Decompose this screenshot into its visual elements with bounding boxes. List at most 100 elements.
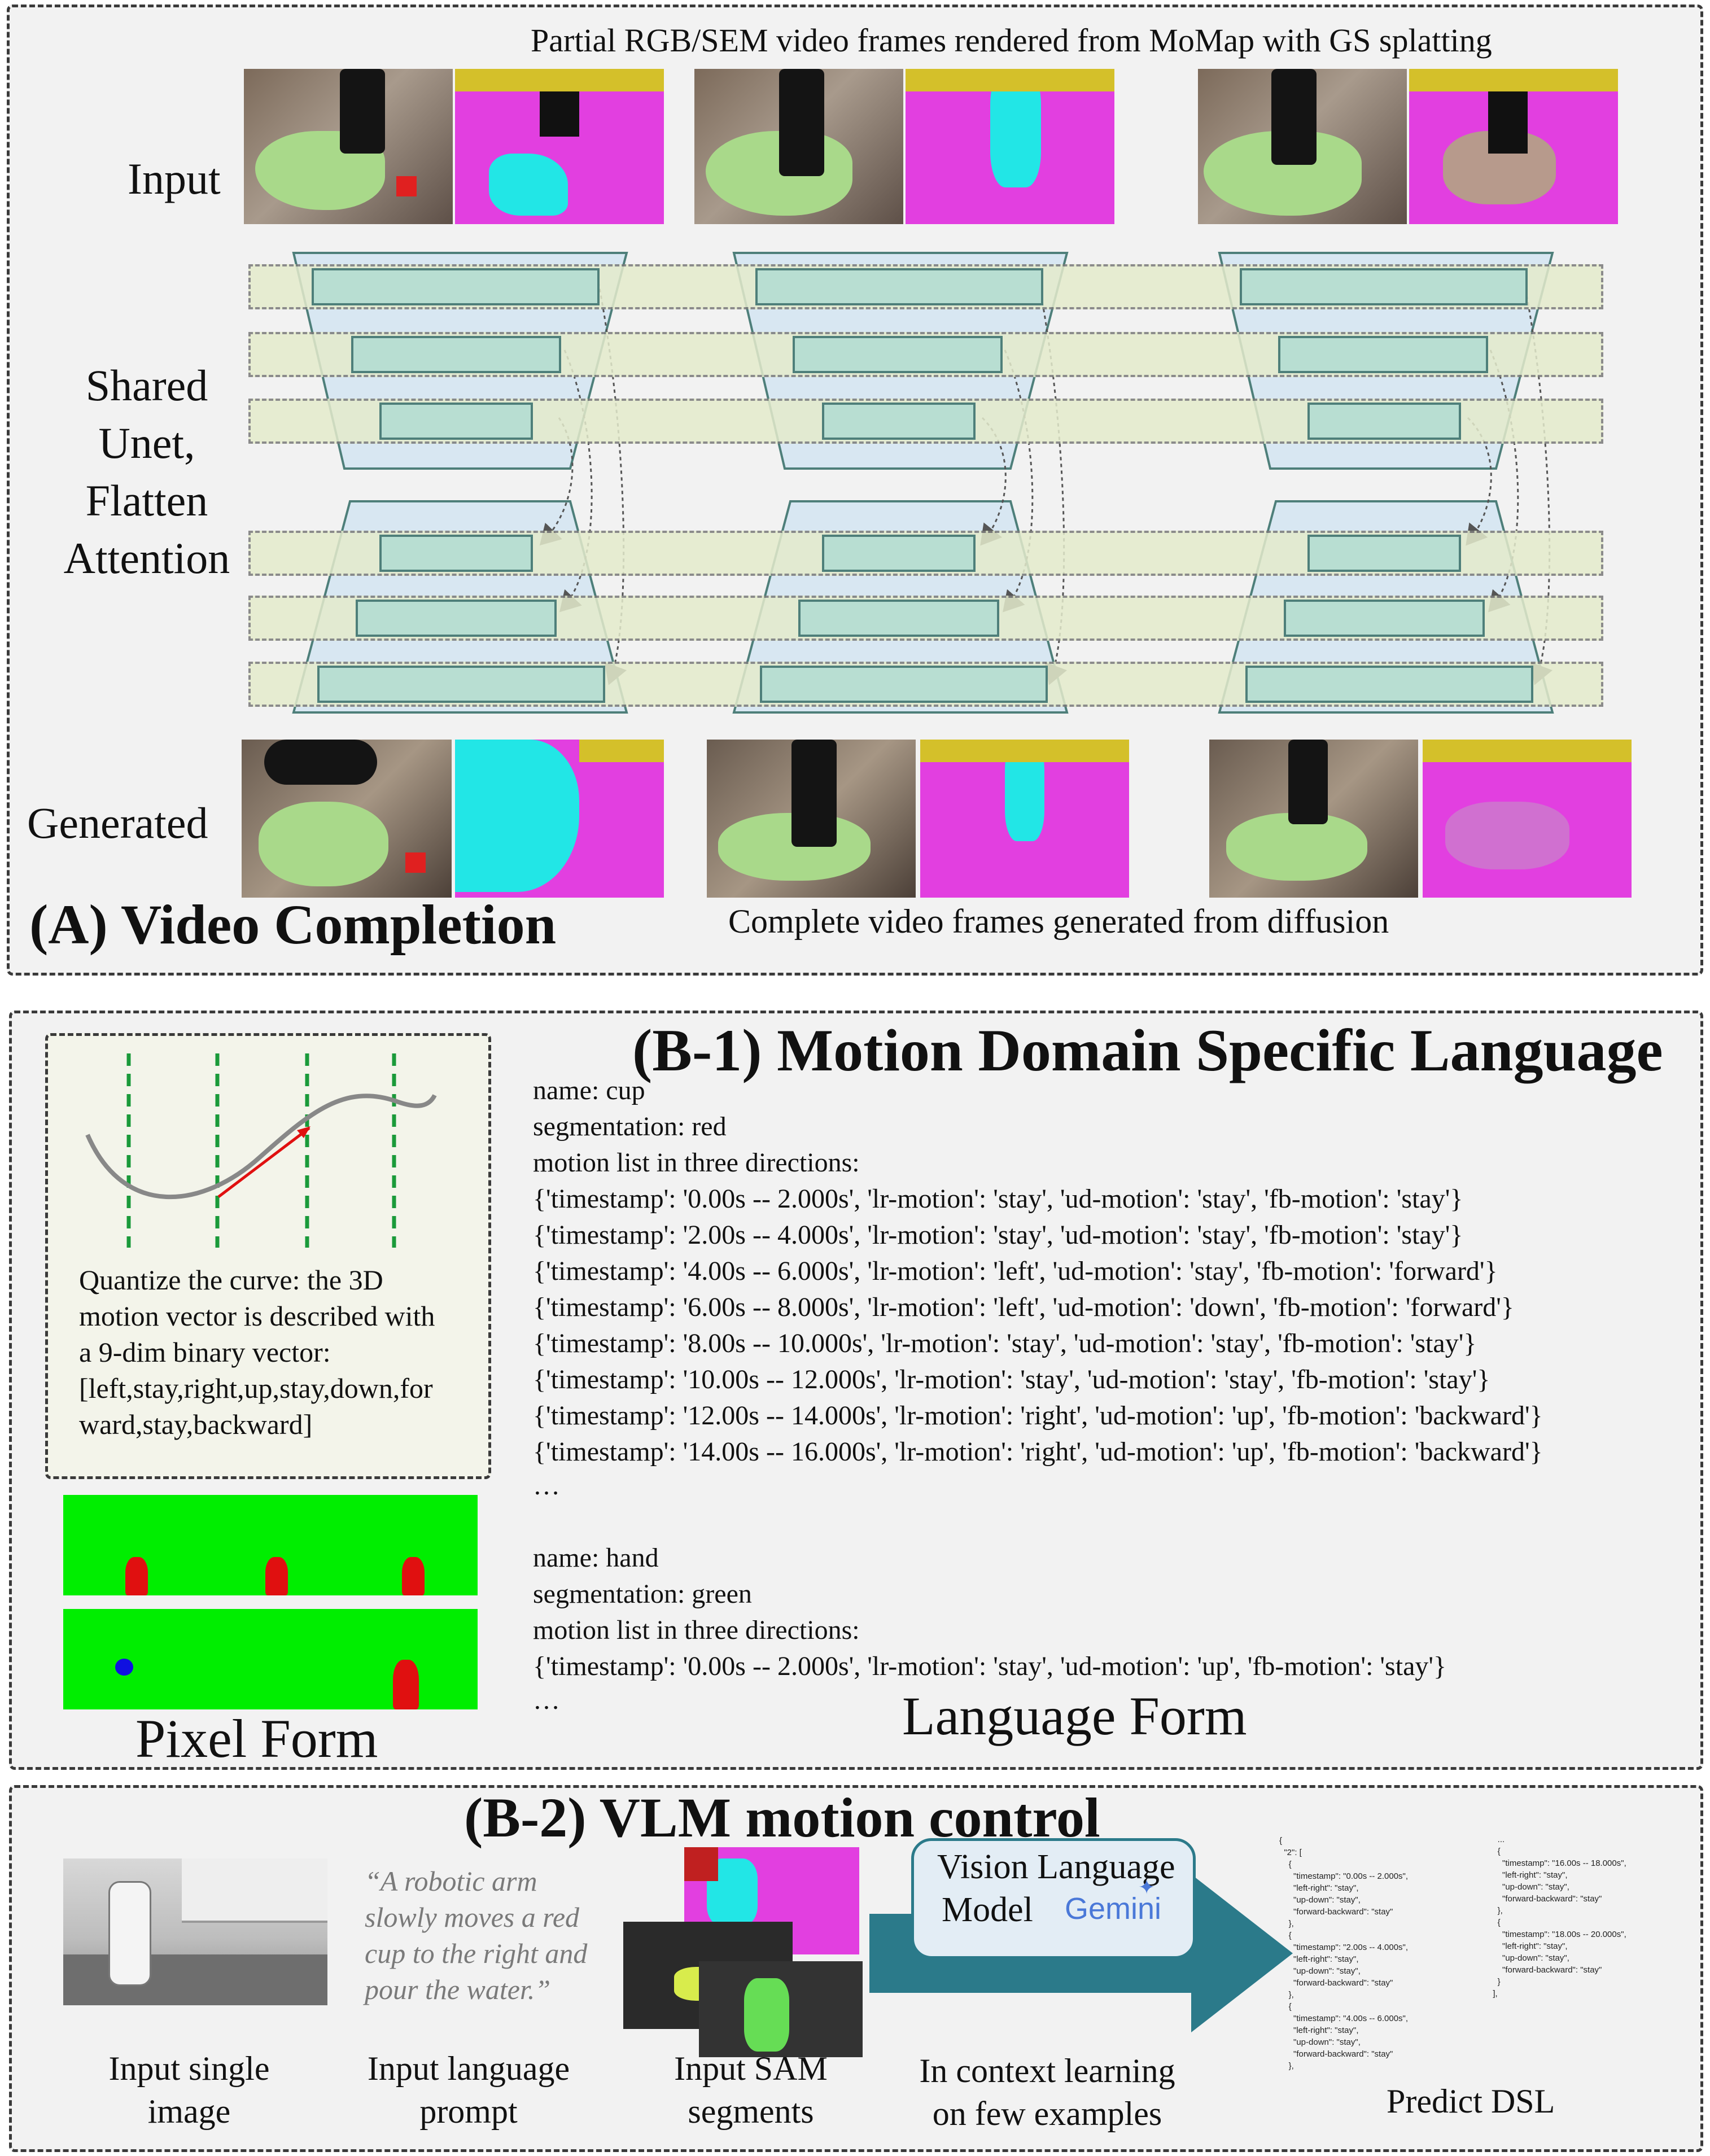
cup-motion-entry: {'timestamp': '0.00s -- 2.000s', 'lr-mot… — [533, 1184, 1463, 1214]
caption-predict-dsl: Predict DSL — [1387, 2083, 1555, 2120]
towel-region — [259, 802, 388, 886]
trajectory-curve — [85, 1094, 437, 1200]
feature-bar — [1245, 666, 1533, 703]
quantize-curve-diagram — [85, 1053, 437, 1248]
red-cup-region — [405, 852, 426, 873]
yellow-region — [579, 740, 664, 762]
feature-bar — [379, 535, 533, 572]
generated-rgb-frame-1 — [242, 740, 452, 898]
dsl-json-left: { "2": [ { "timestamp": "0.00s -- 2.000s… — [1279, 1836, 1409, 2071]
input-sem-frame-1 — [455, 69, 664, 224]
red-blob — [125, 1557, 148, 1595]
feature-bar — [760, 666, 1048, 703]
caption-line: Input SAM — [674, 2050, 828, 2087]
towel-region — [1226, 813, 1367, 881]
language-form-label: Language Form — [902, 1686, 1247, 1746]
feature-bar — [379, 403, 533, 440]
yellow-region — [906, 69, 1114, 91]
prompt-line: cup to the right and — [365, 1938, 588, 1969]
sparkle-icon: ✦ — [1138, 1876, 1156, 1899]
quantize-line: ward,stay,backward] — [79, 1409, 313, 1440]
hand-name: name: hand — [533, 1543, 659, 1573]
prompt-line: “A robotic arm — [365, 1865, 537, 1897]
feature-bar — [1307, 403, 1461, 440]
feature-bar — [1307, 535, 1461, 572]
cup-motion-entry: {'timestamp': '14.00s -- 16.000s', 'lr-m… — [533, 1437, 1543, 1467]
cup-segmentation: segmentation: red — [533, 1112, 727, 1142]
robot-arm-region — [779, 69, 824, 176]
caption-line: segments — [688, 2093, 814, 2130]
vlm-box — [911, 1838, 1196, 1959]
feature-bar — [793, 336, 1003, 373]
yellow-region — [1423, 740, 1632, 762]
sam-segment-dark-2 — [699, 1961, 863, 2057]
skip-arrow — [980, 417, 1007, 546]
green-region — [744, 1978, 789, 2052]
counter-region — [63, 1954, 327, 2005]
hand-segmentation: segmentation: green — [533, 1579, 752, 1609]
hand-motion-entry: {'timestamp': '0.00s -- 2.000s', 'lr-mot… — [533, 1651, 1447, 1681]
quantize-line: [left,stay,right,up,stay,down,for — [79, 1372, 433, 1404]
red-blob — [393, 1660, 419, 1709]
quantize-line: motion vector is described with — [79, 1300, 435, 1332]
caption-line: Input language — [367, 2050, 570, 2087]
input-kitchen-image — [63, 1858, 327, 2005]
red-blob — [402, 1557, 425, 1595]
caption-input-image: Input single image — [68, 2047, 310, 2133]
yellow-region — [920, 740, 1129, 762]
robot-arm-region — [108, 1881, 151, 1986]
unet-label-line-1: Shared — [85, 361, 208, 410]
skip-arrow — [1038, 282, 1068, 685]
red-region — [684, 1847, 718, 1881]
skip-arrow — [1523, 282, 1553, 685]
quantize-line: a 9-dim binary vector: — [79, 1336, 331, 1368]
feature-bar — [1284, 600, 1485, 637]
prompt-line: pour the water.” — [365, 1974, 551, 2005]
pixel-form-strip-2 — [63, 1609, 478, 1709]
olive-region — [1445, 802, 1569, 869]
red-blob — [265, 1557, 288, 1595]
cyan-region — [455, 740, 579, 892]
hand-motion-header: motion list in three directions: — [533, 1615, 860, 1645]
cup-motion-entry: {'timestamp': '8.00s -- 10.000s', 'lr-mo… — [533, 1328, 1477, 1358]
feature-bar — [351, 336, 561, 373]
cup-motion-header: motion list in three directions: — [533, 1148, 860, 1178]
feature-bar — [822, 403, 976, 440]
caption-in-context: In context learning on few examples — [886, 2049, 1208, 2135]
caption-line: image — [147, 2093, 231, 2130]
generated-sem-frame-2 — [920, 740, 1129, 898]
cup-ellipsis: … — [533, 1471, 560, 1501]
input-rgb-frame-1 — [244, 69, 453, 224]
yellow-region — [1409, 69, 1618, 91]
generated-sem-frame-3 — [1423, 740, 1632, 898]
feature-bar — [317, 666, 605, 703]
prompt-line: slowly moves a red — [365, 1901, 580, 1933]
robot-arm-region — [791, 740, 837, 847]
skip-arrow — [1466, 417, 1492, 546]
red-cup-region — [396, 176, 417, 196]
generated-rgb-frame-3 — [1209, 740, 1418, 898]
cyan-region — [489, 154, 568, 216]
unet-label-line-2: Unet, — [98, 418, 195, 467]
skip-arrow — [597, 282, 627, 685]
pixel-form-strip-1 — [63, 1495, 478, 1595]
caption-line: on few examples — [932, 2095, 1162, 2132]
cup-motion-entry: {'timestamp': '2.00s -- 4.000s', 'lr-mot… — [533, 1220, 1463, 1250]
robot-arm-region — [340, 69, 385, 154]
motion-vector-arrowhead — [297, 1126, 310, 1138]
gemini-logo: Gemini — [1065, 1892, 1162, 1926]
robot-arm-region — [1271, 69, 1317, 165]
motion-vector-arrow — [217, 1127, 310, 1198]
generated-rgb-frame-2 — [707, 740, 916, 898]
panel-a-top-caption: Partial RGB/SEM video frames rendered fr… — [531, 22, 1492, 59]
quantize-line: Quantize the curve: the 3D — [79, 1264, 383, 1296]
caption-line: Input single — [108, 2050, 270, 2087]
input-rgb-frame-3 — [1198, 69, 1407, 224]
feature-bar — [312, 268, 600, 305]
panel-a-bottom-caption: Complete video frames generated from dif… — [728, 903, 1389, 940]
cup-motion-entry: {'timestamp': '6.00s -- 8.000s', 'lr-mot… — [533, 1292, 1514, 1322]
blue-blob — [115, 1659, 133, 1676]
unet-label-line-3: Flatten — [85, 476, 208, 525]
input-row-label: Input — [128, 154, 221, 203]
feature-bar — [798, 600, 999, 637]
